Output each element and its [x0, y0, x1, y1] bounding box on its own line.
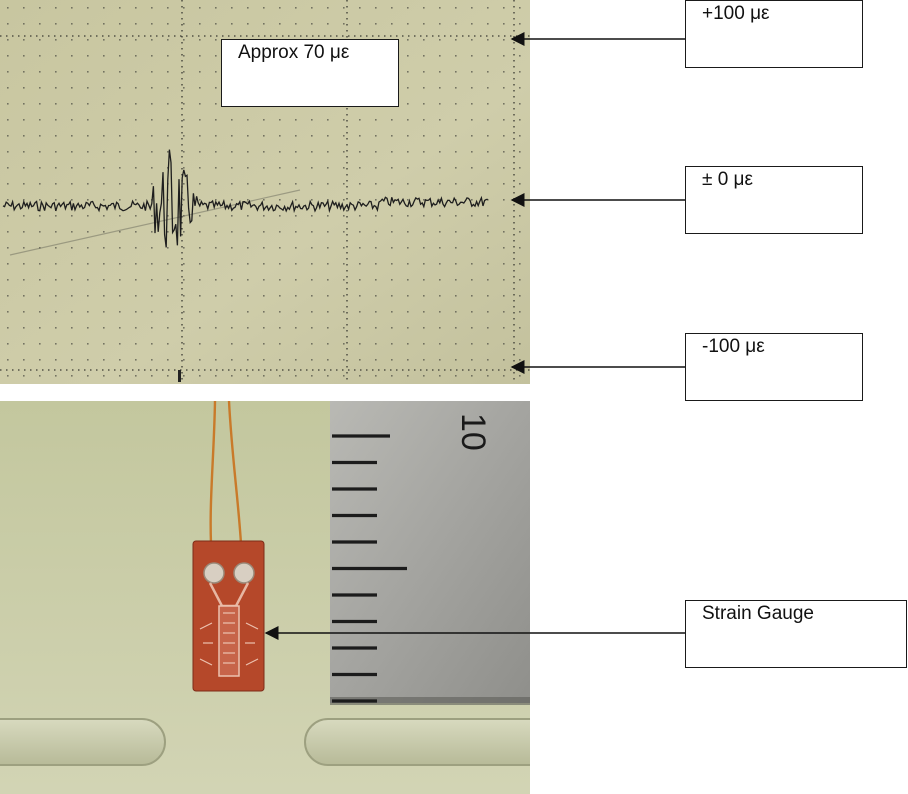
slot-left [0, 718, 166, 766]
steel-ruler: 10 [330, 401, 530, 705]
approx-70-text: Approx 70 με [238, 42, 350, 63]
strain-trace [2, 149, 488, 248]
approx-70-label: Approx 70 με [221, 39, 399, 107]
callout-strain-gauge: Strain Gauge [685, 600, 907, 668]
callout-strain-gauge-text: Strain Gauge [702, 603, 814, 624]
callout-plus-100: +100 με [685, 0, 863, 68]
callout-plus-100-text: +100 με [702, 3, 770, 24]
callout-minus-100-text: -100 με [702, 336, 765, 357]
callout-zero-text: ± 0 με [702, 169, 753, 190]
callout-minus-100: -100 με [685, 333, 863, 401]
strain-gauge-photo: 10 [0, 401, 530, 794]
callout-zero: ± 0 με [685, 166, 863, 234]
slot-right [304, 718, 530, 766]
strain-gauge-body [192, 540, 265, 692]
ruler-number-10: 10 [454, 413, 492, 451]
